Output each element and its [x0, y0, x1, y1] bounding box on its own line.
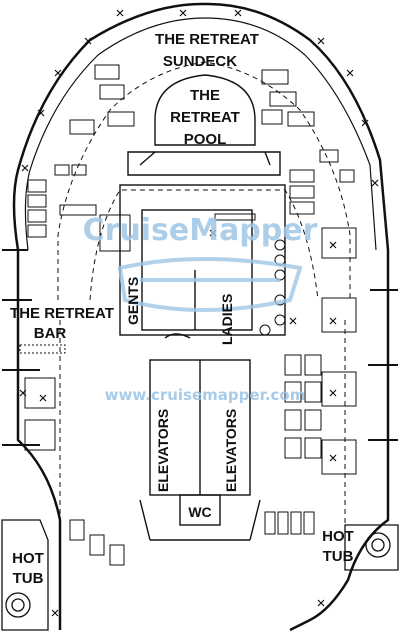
- label-hot-tub-left-line1: HOT: [12, 550, 44, 567]
- label-pool-line1: THE: [190, 87, 220, 104]
- loungers-right-center: [284, 354, 322, 459]
- plant-markers: [19, 9, 379, 617]
- deck-rail-dashed: [57, 61, 351, 540]
- label-bar-line1: THE RETREAT: [10, 305, 114, 322]
- watermark-brand: CruiseMapper: [83, 213, 318, 248]
- watermark-ship-icon: [117, 257, 303, 312]
- label-ladies: LADIES: [219, 294, 235, 345]
- label-sundeck-line1: THE RETREAT: [155, 31, 259, 48]
- label-sundeck-line2: SUNDECK: [163, 53, 237, 70]
- loungers-lower-left: [69, 519, 125, 566]
- central-core: [119, 184, 286, 541]
- pool-enclosure: [127, 74, 281, 176]
- label-wc: WC: [188, 504, 211, 520]
- label-hot-tub-right-line2: TUB: [323, 548, 354, 565]
- sunbeds-right-upper: [261, 69, 315, 127]
- label-hot-tub-right-line1: HOT: [322, 528, 354, 545]
- label-bar-line2: BAR: [34, 325, 67, 342]
- label-pool-line3: POOL: [184, 131, 227, 148]
- hot-tub-right-shape: [344, 524, 399, 571]
- label-pool-line2: RETREAT: [170, 109, 240, 126]
- sunbeds-right-side: [289, 149, 355, 215]
- sunbeds-left-side: [27, 164, 87, 238]
- loungers-lower-right: [264, 511, 315, 535]
- sunbeds-left-upper: [69, 64, 135, 135]
- label-elevators-right: ELEVATORS: [223, 409, 239, 492]
- label-gents: GENTS: [125, 277, 141, 325]
- cabanas-left: [24, 377, 56, 451]
- watermark-site: www.cruisemapper.com: [105, 386, 306, 404]
- label-hot-tub-left-line2: TUB: [13, 570, 44, 587]
- label-elevators-left: ELEVATORS: [155, 409, 171, 492]
- cabanas-right: [321, 227, 357, 475]
- sunbed-clusters: [24, 64, 357, 566]
- hot-tub-left-shape: [1, 519, 49, 631]
